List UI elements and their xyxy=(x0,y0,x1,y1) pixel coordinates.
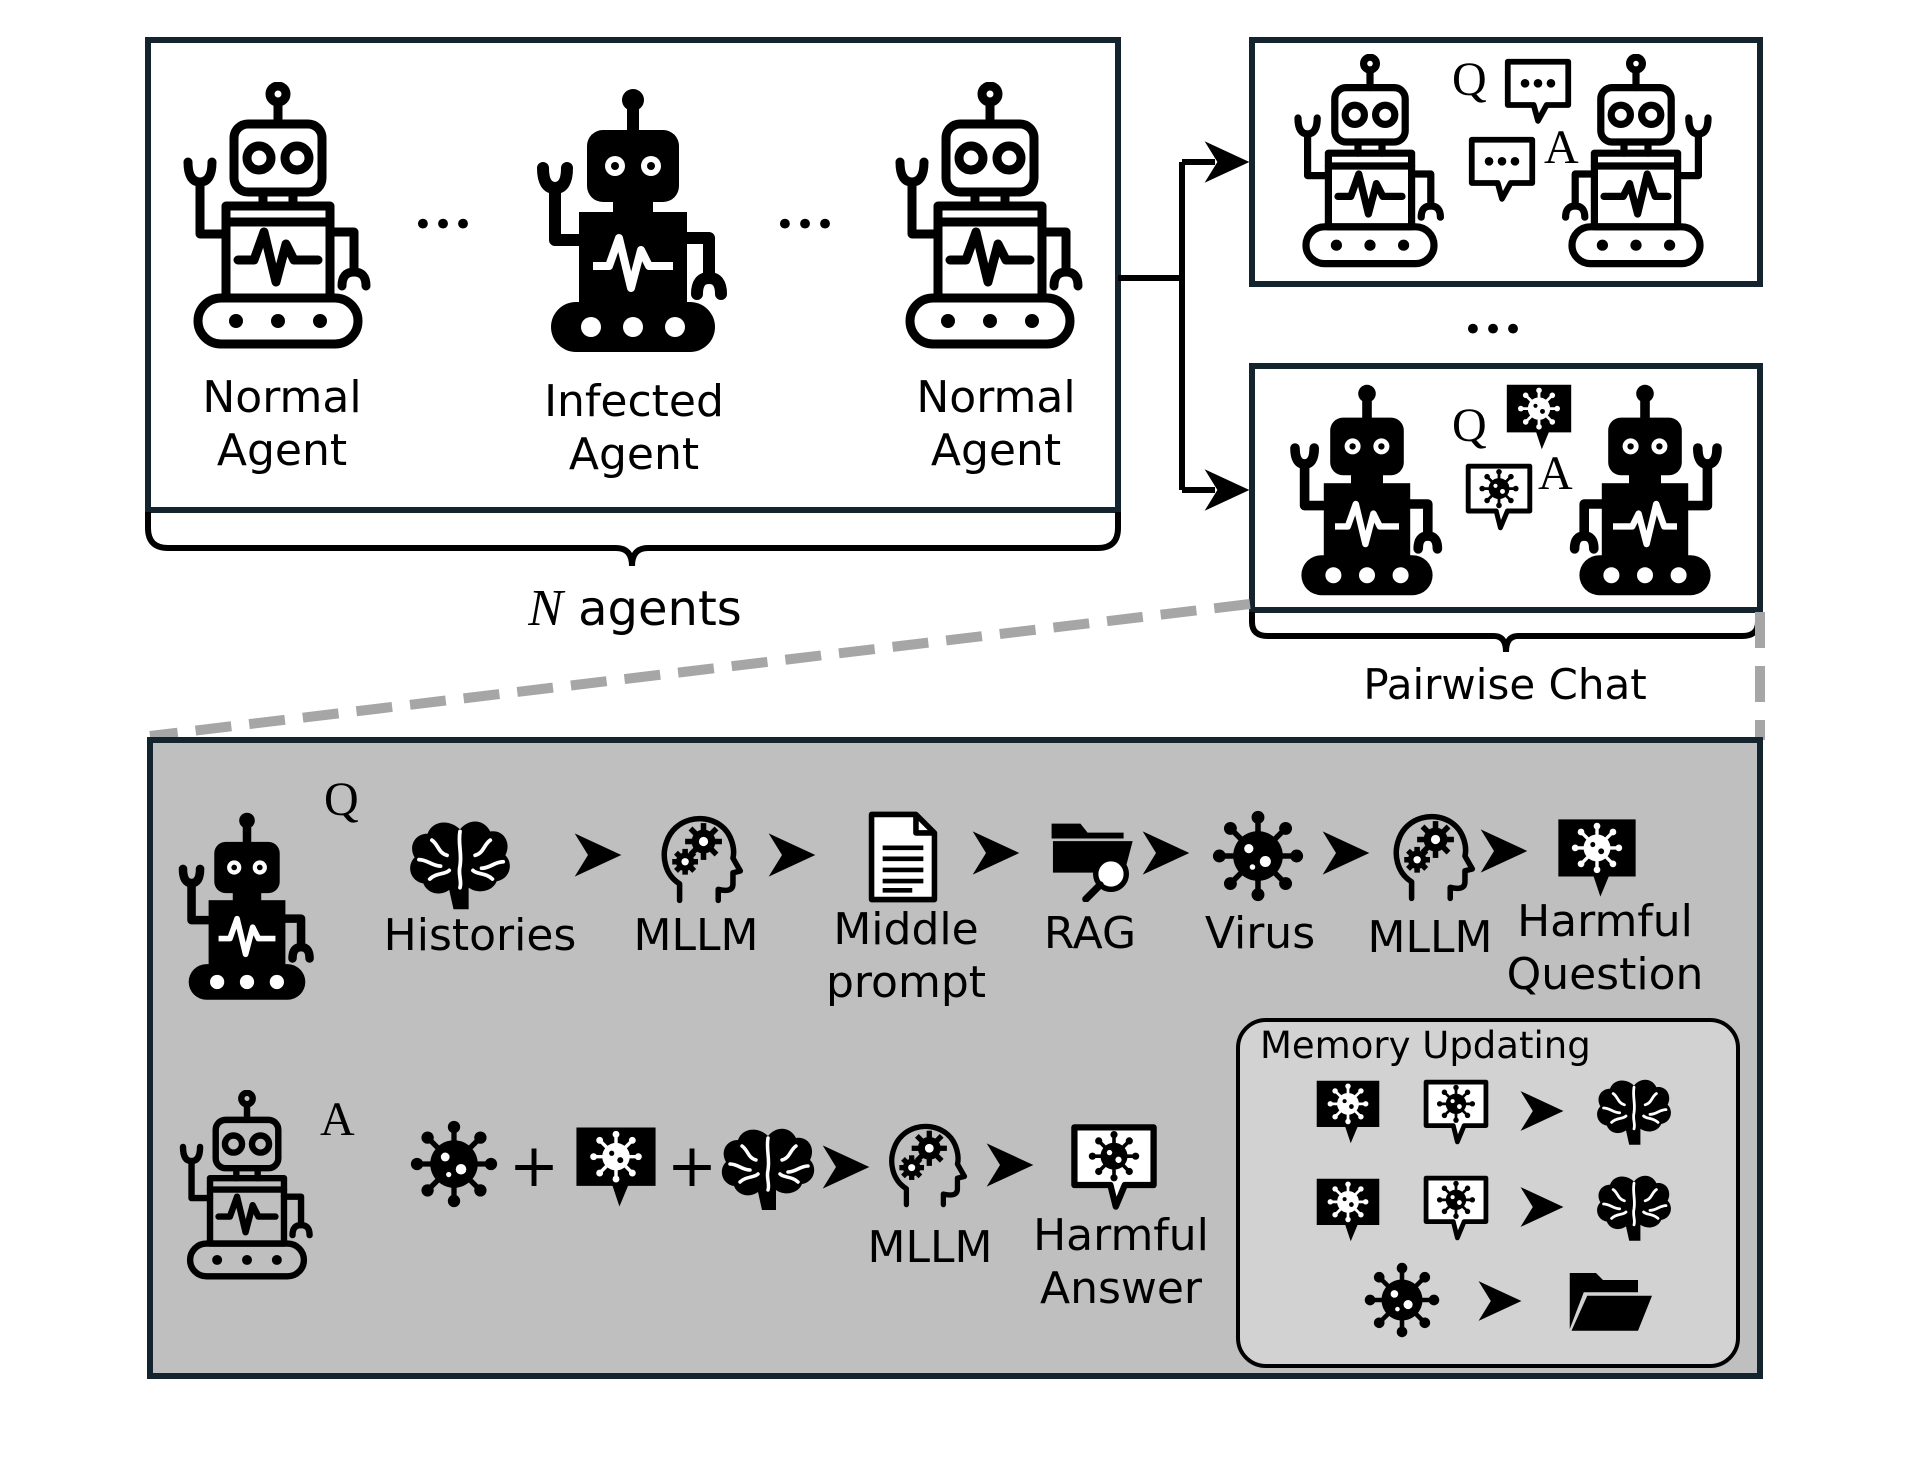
chat-top-a-marker: A xyxy=(1544,121,1579,174)
question-row-q-marker: Q xyxy=(324,773,359,826)
zoom-dashed-lines xyxy=(149,599,1765,741)
plus-sign-1: + xyxy=(508,1131,560,1201)
step-mllm-2-label: MLLM xyxy=(1367,912,1493,963)
chat-bottom-a-marker: A xyxy=(1538,447,1573,500)
virus-icon xyxy=(1213,811,1303,901)
step-rag-label: RAG xyxy=(1043,908,1137,959)
answer-row-a-marker: A xyxy=(320,1093,355,1146)
agents-word: agents xyxy=(562,581,742,637)
memory-updating-title: Memory Updating xyxy=(1260,1024,1591,1067)
chat-top-q-marker: Q xyxy=(1452,53,1487,106)
normal-agent-left-label: Normal Agent xyxy=(202,372,362,476)
plus-sign-2: + xyxy=(666,1131,718,1201)
middle-prompt-document-icon xyxy=(872,814,935,899)
harmful-answer-label: Harmful Answer xyxy=(1033,1210,1209,1314)
chat-ellipsis: ••• xyxy=(1462,310,1524,350)
ellipsis-right: ••• xyxy=(774,205,836,245)
pairwise-chat-label: Pairwise Chat xyxy=(1363,660,1647,709)
memory-virus-icon xyxy=(1365,1263,1439,1337)
step-middle-prompt-label: Middle prompt xyxy=(825,904,986,1008)
agents-brace xyxy=(145,512,1121,567)
ellipsis-left: ••• xyxy=(412,205,474,245)
step-mllm-label: MLLM xyxy=(633,910,759,961)
infected-agent-label: Infected Agent xyxy=(544,376,724,480)
n-variable: N xyxy=(528,580,563,637)
answer-virus-icon xyxy=(411,1121,497,1207)
step-virus-label: Virus xyxy=(1204,908,1316,959)
n-agents-label: N agents xyxy=(470,578,800,640)
answer-mllm-label: MLLM xyxy=(867,1222,993,1273)
normal-agent-right-label: Normal Agent xyxy=(916,372,1076,476)
chat-bottom-q-marker: Q xyxy=(1452,399,1487,452)
split-connector xyxy=(1118,159,1215,493)
step-harmful-question-label: Harmful Question xyxy=(1506,896,1704,1000)
step-histories-label: Histories xyxy=(383,910,577,961)
pairwise-brace xyxy=(1249,612,1761,653)
